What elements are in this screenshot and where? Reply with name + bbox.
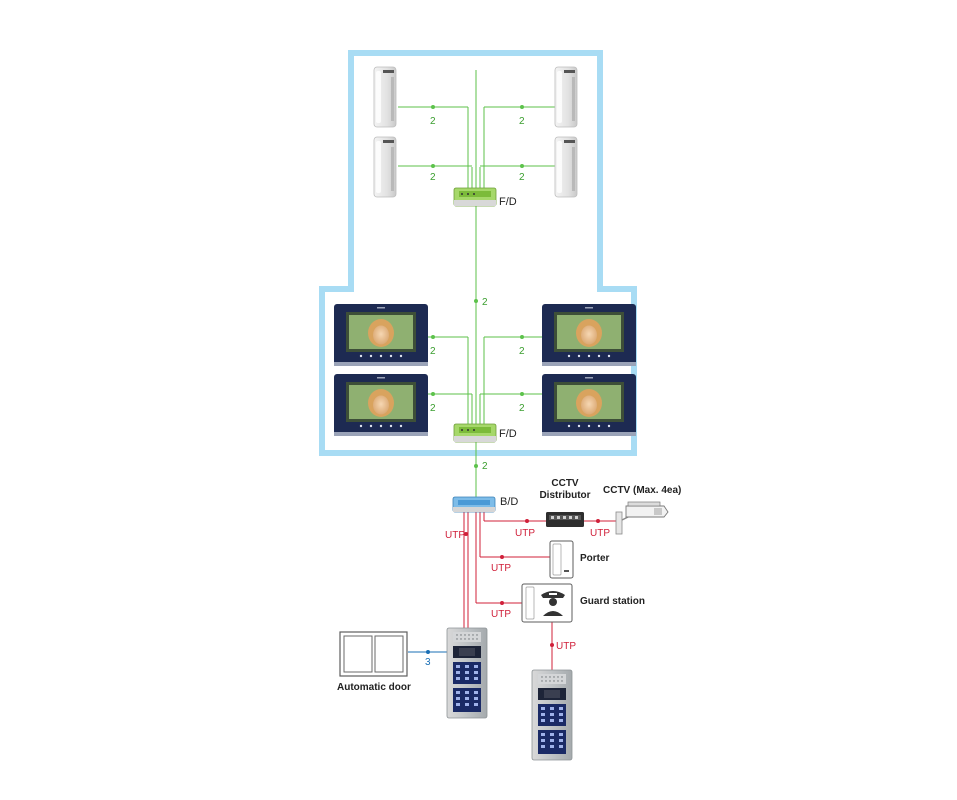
utp-label: UTP [491, 609, 511, 620]
cctv-label: CCTV (Max. 4ea) [603, 485, 681, 496]
wire-count-label: 2 [519, 403, 525, 414]
audio-handset [554, 66, 578, 128]
wire-count-label: 2 [519, 116, 525, 127]
floor-distributor [453, 423, 497, 443]
wire-count-label: 2 [482, 297, 488, 308]
wire-count-label: 2 [519, 172, 525, 183]
floor-distributor [453, 187, 497, 207]
utp-label: UTP [556, 641, 576, 652]
guard-station-label: Guard station [580, 596, 645, 607]
automatic-door-icon [339, 631, 408, 677]
cctv-distributor [546, 512, 584, 527]
floor-border [319, 50, 637, 456]
wire-count-label: 2 [519, 346, 525, 357]
wire-count-label: 2 [430, 172, 436, 183]
wire-count-label: 2 [430, 346, 436, 357]
video-monitor [334, 304, 428, 366]
lobby-panel [531, 669, 573, 761]
green-wiring [398, 70, 556, 498]
building-distributor [452, 496, 496, 513]
guard-station-icon [521, 583, 573, 623]
video-monitor [542, 374, 636, 436]
audio-handset [373, 66, 397, 128]
utp-labels: UTP UTP UTP UTP UTP UTP [445, 528, 610, 652]
fd-label: F/D [499, 428, 517, 440]
wire-count-label: 2 [430, 403, 436, 414]
automatic-door-label: Automatic door [337, 682, 411, 693]
audio-handset [554, 136, 578, 198]
green-wire-dots [431, 105, 524, 468]
bd-label: B/D [500, 496, 518, 508]
device-labels: F/D F/D B/D CCTV Distributor CCTV (Max. … [337, 196, 681, 693]
fd-label: F/D [499, 196, 517, 208]
utp-label: UTP [515, 528, 535, 539]
red-wire-dots [464, 519, 600, 647]
video-monitor [542, 304, 636, 366]
wire-count-labels: 2 2 2 2 2 2 2 2 2 2 3 [425, 116, 525, 668]
cctv-camera-icon [615, 501, 669, 535]
porter-device-icon [549, 540, 574, 579]
cctv-distributor-label: Distributor [539, 490, 590, 501]
utp-label: UTP [590, 528, 610, 539]
wire-count-label: 2 [430, 116, 436, 127]
audio-handset [373, 136, 397, 198]
wire-count-label: 2 [482, 461, 488, 472]
lobby-panel [446, 627, 488, 719]
utp-label: UTP [445, 530, 465, 541]
wire-count-label: 3 [425, 657, 431, 668]
blue-wire-dot [426, 650, 430, 654]
porter-label: Porter [580, 553, 610, 564]
utp-label: UTP [491, 563, 511, 574]
cctv-distributor-label: CCTV [551, 478, 579, 489]
video-monitor [334, 374, 428, 436]
